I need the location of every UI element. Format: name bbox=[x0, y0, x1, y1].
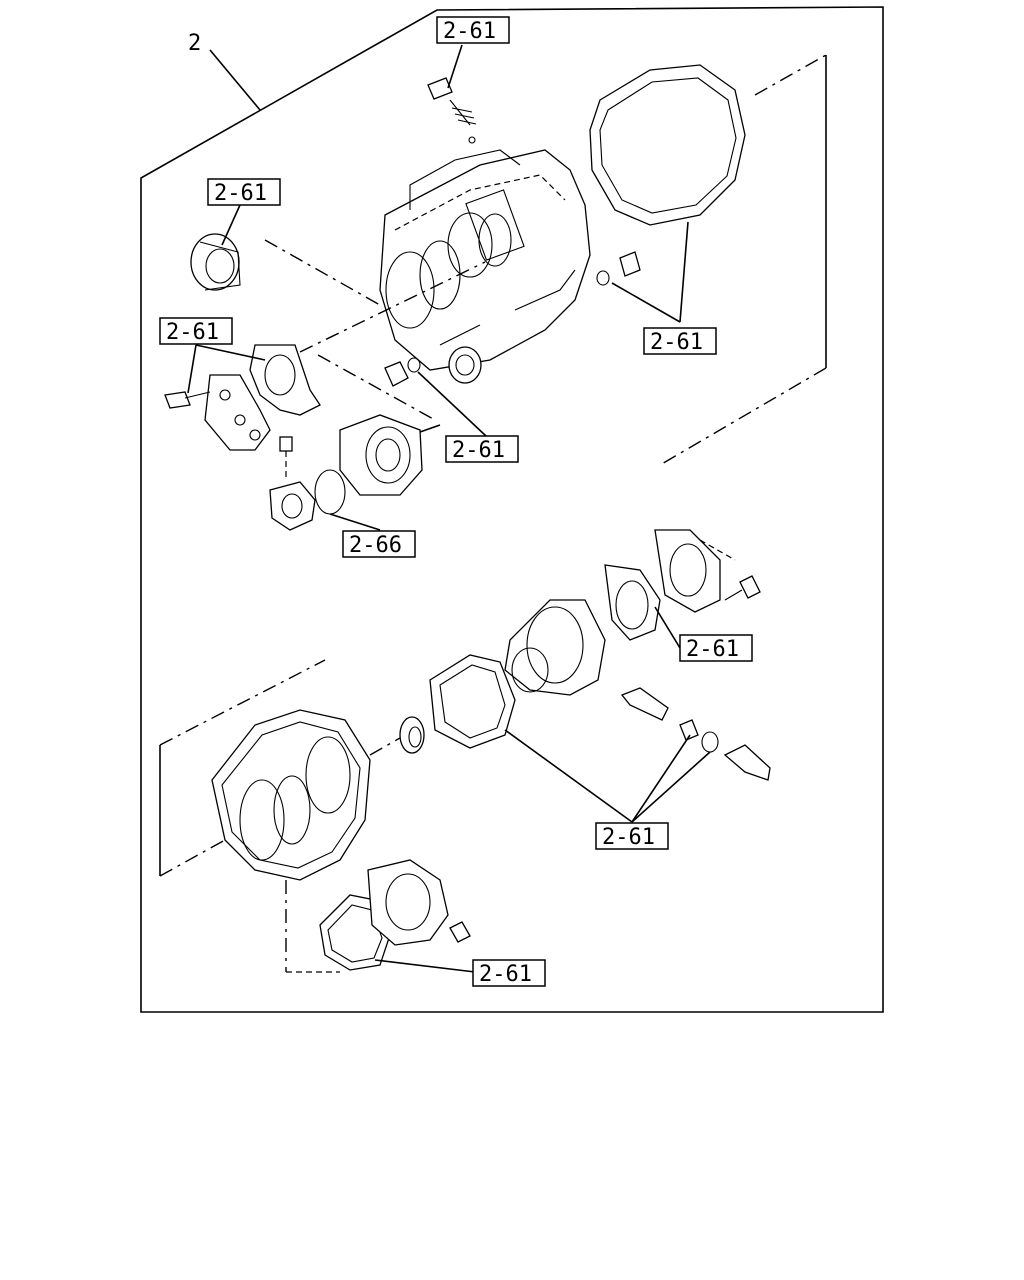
callout-box: 2-61 bbox=[472, 959, 546, 987]
transmission-case bbox=[379, 149, 591, 384]
callout-box: 2-61 bbox=[679, 634, 753, 662]
callout-label: 2-61 bbox=[650, 330, 703, 355]
assembly-number: 2 bbox=[188, 31, 201, 56]
callout-box: 2-61 bbox=[595, 822, 669, 850]
callout-label: 2-61 bbox=[166, 320, 219, 345]
callout-label: 2-61 bbox=[602, 825, 655, 850]
callout-label: 2-61 bbox=[686, 637, 739, 662]
callout-label: 2-61 bbox=[443, 19, 496, 44]
callout-label: 2-61 bbox=[214, 181, 267, 206]
extension-housing bbox=[317, 354, 441, 496]
callout-label: 2-61 bbox=[452, 438, 505, 463]
oil-seal bbox=[190, 204, 381, 306]
transfer-housing bbox=[504, 529, 761, 696]
leader-lines-lower bbox=[374, 606, 711, 973]
rear-housing-and-gasket bbox=[286, 859, 471, 973]
case-plugs bbox=[384, 251, 641, 387]
callout-label: 2-61 bbox=[479, 962, 532, 987]
pump-cover-group bbox=[164, 344, 321, 531]
callout-label: 2-66 bbox=[349, 533, 402, 558]
callout-box: 2-66 bbox=[342, 530, 416, 558]
callout-box: 2-61 bbox=[445, 435, 519, 463]
callout-box: 2-61 bbox=[643, 327, 717, 355]
callout-box: 2-61 bbox=[436, 16, 510, 44]
callout-box: 2-61 bbox=[207, 178, 281, 206]
leader-lines-upper bbox=[329, 221, 689, 531]
o-ring bbox=[314, 469, 346, 515]
transfer-case-front bbox=[159, 659, 371, 972]
drain-plug-and-spring bbox=[427, 44, 477, 144]
case-gasket bbox=[589, 54, 827, 466]
speedometer-sensor bbox=[620, 687, 771, 781]
bearing-and-gaskets bbox=[369, 654, 516, 756]
assembly-frame: 2 bbox=[140, 6, 884, 1013]
callout-box: 2-61 bbox=[159, 317, 233, 345]
